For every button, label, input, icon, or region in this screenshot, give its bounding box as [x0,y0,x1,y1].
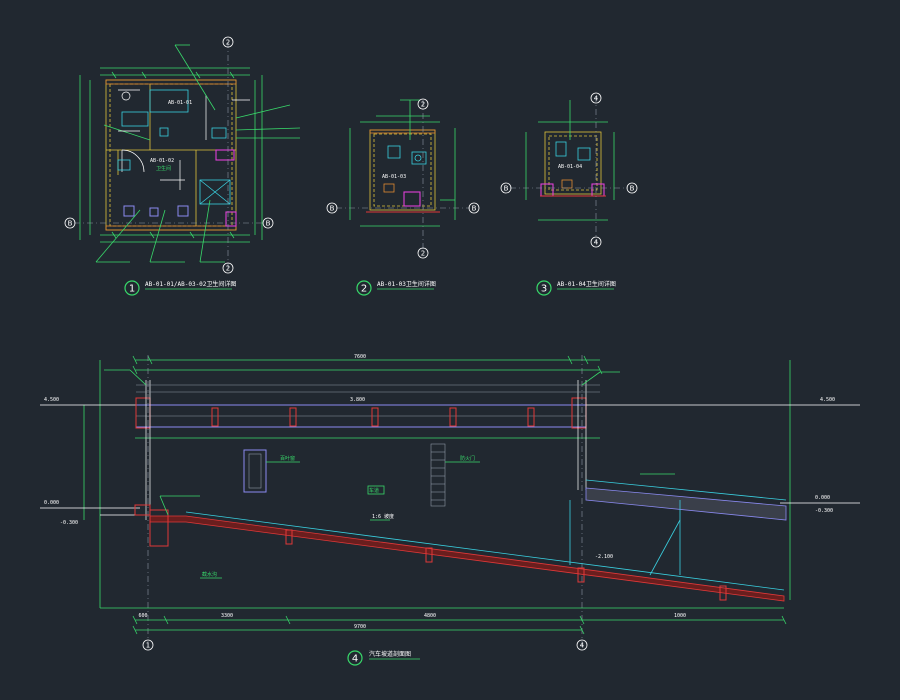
section-note-slope: 坡度 [384,513,394,520]
section-label-door: 防火门 [460,455,475,462]
plan3-title: AB-01-04卫生间详图 [557,280,616,288]
section-level-mid: 3.800 [350,397,365,403]
plan2-axis-label-2-bottom: 2 [421,250,425,258]
plan3-axis-label-B-right: B [630,185,635,193]
plan3-axis-bubble-4-bottom [590,236,602,248]
plan1-room-tag-1: AB-01-01 [168,100,192,106]
plan1-axis-bubble-2-top [222,36,234,48]
section-level-left-ground: 0.000 [44,500,59,506]
plan3-axis-label-4-bottom: 4 [594,239,599,247]
section-axis-bubble-4 [576,639,588,651]
plan2-axis-bubble-2-top [417,98,429,110]
section-title-number: 4 [352,654,358,665]
plan1-title-number: 1 [129,284,135,295]
plan1-axis-bubble-2-bottom [222,262,234,274]
section-axis-label-4: 4 [580,642,585,650]
plan1-axis-bubble-B-right [262,217,274,229]
plan2-axis-bubble-B-left [326,202,338,214]
section-axis-bubble-1 [142,639,154,651]
plan1-axis-label-B-left: B [68,220,73,228]
section-level-right-ground: 0.000 [815,495,830,501]
plan2-axis-bubble-2-bottom [417,247,429,259]
section-title: 汽车坡道剖面图 [369,650,411,658]
section-window [243,449,267,493]
plan1-title: AB-01-01/AB-03-02卫生间详图 [145,280,236,288]
plan1-room-tag-2: AB-01-02 [150,158,174,164]
plan1-axis-bubble-B-left [64,217,76,229]
plan1-room-name: 卫生间 [156,165,171,172]
plan2-axis-label-2-top: 2 [421,101,425,109]
plan-2-bathroom-detail: AB-01-03 2 2 B B 2 AB-01-03卫生间详图 [326,98,480,296]
section-level-left-top: 4.500 [44,397,59,403]
section-dim-bottom-1: 600 [138,613,147,619]
plan2-room-tag: AB-01-03 [382,174,406,180]
plan1-axis-label-2-top: 2 [226,39,230,47]
plan3-axis-bubble-4-top [590,92,602,104]
section-label-drain: 截水沟 [202,571,217,578]
section-axis-label-1: 1 [146,642,150,650]
plan2-title-bubble [356,280,372,296]
section-label-window: 百叶窗 [280,455,295,462]
section-level-right-low: -0.300 [815,508,833,514]
section-level-ramp-mid: -2.100 [595,554,613,560]
plan3-title-bubble [536,280,552,296]
section-dim-bottom-2: 3300 [221,613,233,619]
plan1-axis-label-B-right: B [266,220,271,228]
plan2-title: AB-01-03卫生间详图 [377,280,436,288]
section-dim-top-total: 7600 [354,354,366,360]
section-level-left-low: -0.300 [60,520,78,526]
plan3-title-number: 3 [541,284,547,295]
plan1-title-bubble [124,280,140,296]
section-4-ramp: 7600 4.500 4.500 3.800 0.000 -0.300 -2.1… [40,354,860,666]
plan3-axis-label-B-left: B [504,185,509,193]
section-level-right-top: 4.500 [820,397,835,403]
plan2-title-number: 2 [361,284,367,295]
plan3-room-tag: AB-01-04 [558,164,582,170]
plan3-axis-label-4-top: 4 [594,95,599,103]
plan2-axis-label-B-right: B [472,205,477,213]
plan3-axis-bubble-B-right [626,182,638,194]
plan-1-bathroom-detail: AB-01-01 AB-01-02 卫生间 2 2 B B 1 AB-01-01… [64,36,301,296]
plan2-axis-label-B-left: B [330,205,335,213]
section-title-bubble [347,650,363,666]
section-dim-bottom-4: 1000 [674,613,686,619]
plan2-axis-bubble-B-right [468,202,480,214]
section-dim-bottom-total: 9700 [354,624,366,630]
plan1-axis-label-2-bottom: 2 [226,265,230,273]
plan-3-bathroom-detail: AB-01-04 4 4 B B 3 AB-01-04卫生间详图 [500,92,638,296]
section-note-ramp: 1:6 [372,514,381,520]
section-label-room: 车道 [369,487,379,494]
section-door [430,443,446,507]
section-dim-bottom-3: 4800 [424,613,436,619]
plan3-axis-bubble-B-left [500,182,512,194]
